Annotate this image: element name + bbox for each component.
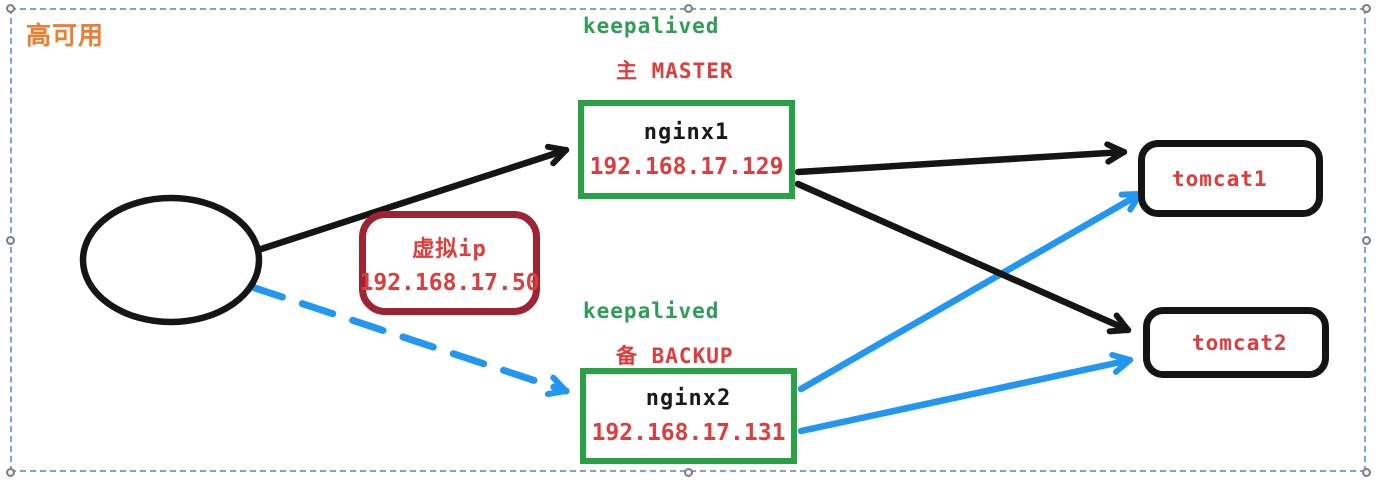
resize-handle-bottom-middle[interactable] xyxy=(684,468,693,477)
resize-handle-bottom-left[interactable] xyxy=(6,468,15,477)
node-tomcat1: tomcat1 xyxy=(1138,140,1323,217)
backup-role-label: 备 BACKUP xyxy=(616,344,734,368)
master-role-label: 主 MASTER xyxy=(616,59,734,83)
resize-handle-top-left[interactable] xyxy=(6,4,15,13)
virtual-ip-name: 虚拟ip xyxy=(412,236,487,262)
resize-handle-left-middle[interactable] xyxy=(6,236,15,245)
edge-nginx1-tomcat1 xyxy=(794,141,1128,176)
node-virtual-ip: 虚拟ip 192.168.17.50 xyxy=(359,211,540,315)
resize-handle-bottom-right[interactable] xyxy=(1362,468,1371,477)
tomcat1-name: tomcat1 xyxy=(1172,166,1268,191)
node-tomcat2: tomcat2 xyxy=(1143,307,1329,378)
node-nginx1: nginx1 192.168.17.129 xyxy=(578,100,795,199)
edge-client-nginx2 xyxy=(248,283,570,398)
edge-nginx2-tomcat1 xyxy=(797,190,1144,393)
nginx2-ip: 192.168.17.131 xyxy=(591,420,786,446)
nginx2-name: nginx2 xyxy=(645,386,732,411)
edge-client-nginx1 xyxy=(251,143,570,255)
resize-handle-right-middle[interactable] xyxy=(1362,236,1371,245)
edge-nginx2-tomcat2 xyxy=(797,351,1134,435)
keepalived-label-bottom: keepalived xyxy=(583,299,720,323)
nginx1-ip: 192.168.17.129 xyxy=(589,153,784,180)
nginx1-name: nginx1 xyxy=(643,119,730,145)
keepalived-label-top: keepalived xyxy=(583,14,720,38)
virtual-ip-address: 192.168.17.50 xyxy=(359,269,540,296)
diagram-title: 高可用 xyxy=(26,21,105,50)
node-nginx2: nginx2 192.168.17.131 xyxy=(580,368,797,464)
resize-handle-top-right[interactable] xyxy=(1362,4,1371,13)
client-ellipse xyxy=(79,194,263,326)
edge-nginx1-tomcat2 xyxy=(794,180,1132,335)
resize-handle-top-middle[interactable] xyxy=(684,4,693,13)
tomcat2-name: tomcat2 xyxy=(1192,330,1288,355)
